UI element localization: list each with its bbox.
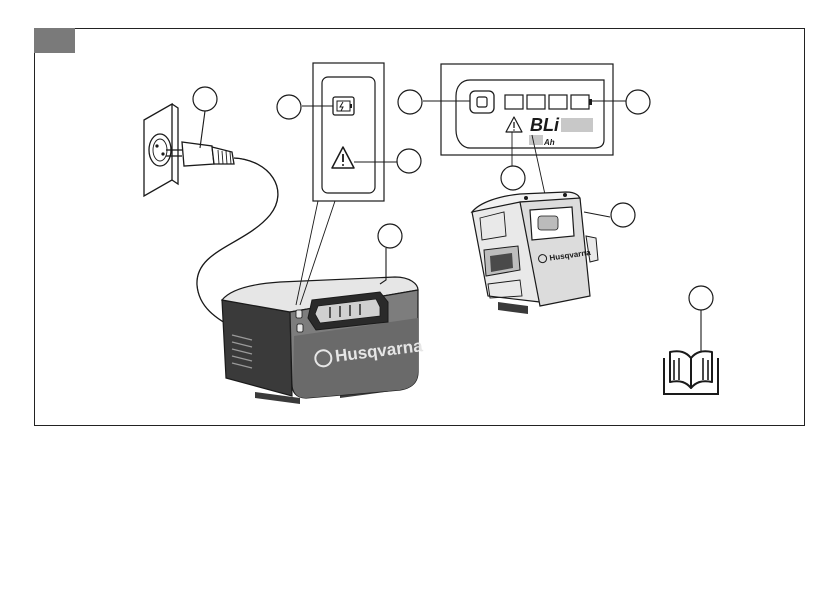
callout-circle	[398, 90, 422, 114]
callout-circle	[626, 90, 650, 114]
battery-model-text: BLi	[530, 115, 560, 135]
callout-circle	[193, 87, 217, 111]
battery-model-subtext: Ah	[543, 138, 555, 147]
callout-circle	[277, 95, 301, 119]
callout-circle	[611, 203, 635, 227]
callout-circle	[397, 149, 421, 173]
manual-book-icon	[664, 351, 718, 394]
battery-display-panel	[441, 64, 613, 155]
callout-circle	[689, 286, 713, 310]
battery-charge-icon	[333, 97, 354, 115]
callout-circle	[501, 166, 525, 190]
callout-circle	[378, 224, 402, 248]
